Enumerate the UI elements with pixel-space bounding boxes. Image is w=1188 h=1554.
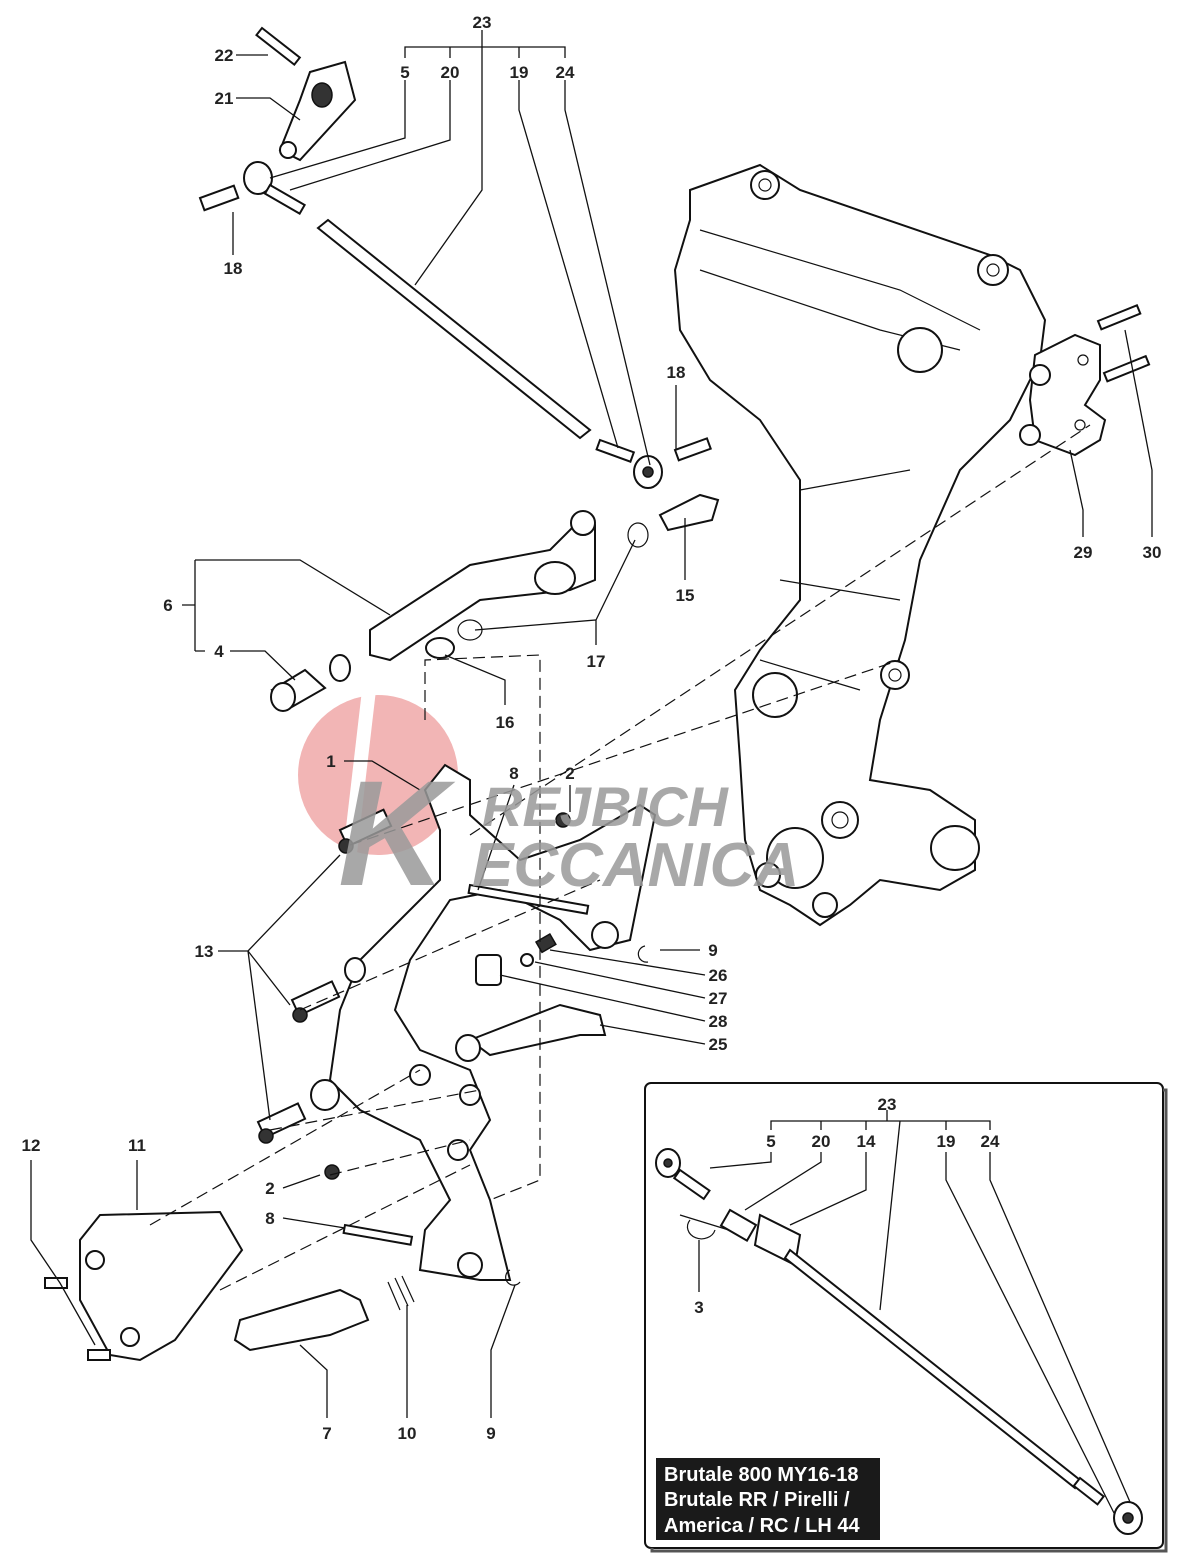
footpeg-bracket bbox=[310, 763, 657, 1281]
bracket-29 bbox=[1019, 303, 1151, 457]
model-caption-line: America / RC / LH 44 bbox=[664, 1515, 861, 1537]
callout: 9 bbox=[486, 1424, 495, 1443]
inset-callout: 20 bbox=[812, 1132, 831, 1151]
cover-and-peg bbox=[44, 1210, 415, 1362]
gear-lever bbox=[270, 510, 649, 712]
callout: 28 bbox=[709, 1012, 728, 1031]
callout: 13 bbox=[195, 942, 214, 961]
callout: 18 bbox=[224, 259, 243, 278]
callout: 1 bbox=[326, 752, 335, 771]
callout: 5 bbox=[400, 63, 409, 82]
frame-plate bbox=[673, 163, 1047, 927]
callout: 4 bbox=[214, 642, 224, 661]
bolts bbox=[256, 808, 571, 1180]
callout: 9 bbox=[708, 941, 717, 960]
callout-labels: 23 5 20 19 24 22 21 18 18 6 4 15 17 16 1… bbox=[22, 13, 1162, 1443]
model-caption-line: Brutale RR / Pirelli / bbox=[664, 1489, 850, 1511]
callout: 11 bbox=[128, 1136, 146, 1155]
callout: 22 bbox=[215, 46, 234, 65]
assembly-axes bbox=[149, 424, 1091, 1291]
callout: 21 bbox=[215, 89, 234, 108]
callout: 24 bbox=[556, 63, 575, 82]
svg-text:REJBICH: REJBICH bbox=[482, 775, 729, 838]
inset-callout: 14 bbox=[857, 1132, 876, 1151]
watermark-logo bbox=[298, 690, 458, 862]
callout: 2 bbox=[565, 764, 574, 783]
callout: 7 bbox=[322, 1424, 331, 1443]
callout: 27 bbox=[709, 989, 728, 1008]
callout: 2 bbox=[265, 1179, 274, 1198]
callout: 29 bbox=[1074, 543, 1093, 562]
svg-text:ECCANICA: ECCANICA bbox=[472, 831, 799, 900]
model-caption-line: Brutale 800 MY16-18 bbox=[664, 1464, 859, 1486]
inset-callout: 19 bbox=[937, 1132, 956, 1151]
callout: 19 bbox=[510, 63, 529, 82]
inset-callout: 23 bbox=[878, 1095, 897, 1114]
inset-panel: 23 5 20 14 19 24 3 Brutale 800 MY16-18 B… bbox=[644, 1082, 1168, 1553]
callout: 17 bbox=[587, 652, 606, 671]
callout: 25 bbox=[709, 1035, 728, 1054]
callout: 8 bbox=[265, 1209, 274, 1228]
callout: 18 bbox=[667, 363, 686, 382]
callout: 20 bbox=[441, 63, 460, 82]
brake-pedal-parts bbox=[455, 932, 649, 1286]
callout: 10 bbox=[398, 1424, 417, 1443]
callout: 8 bbox=[509, 764, 518, 783]
callout: 23 bbox=[473, 13, 492, 32]
watermark-text: K REJBICH ECCANICA bbox=[338, 749, 799, 917]
shift-rod bbox=[316, 218, 720, 532]
inset-callout: 3 bbox=[694, 1298, 703, 1317]
callout: 15 bbox=[676, 586, 695, 605]
shift-linkage-top bbox=[198, 26, 357, 216]
svg-text:K: K bbox=[338, 749, 456, 917]
inset-callout: 5 bbox=[766, 1132, 775, 1151]
inset-callout: 24 bbox=[981, 1132, 1000, 1151]
callout: 6 bbox=[163, 596, 172, 615]
callout: 12 bbox=[22, 1136, 41, 1155]
callout: 26 bbox=[709, 966, 728, 985]
callout: 30 bbox=[1143, 543, 1162, 562]
model-caption-box bbox=[656, 1458, 880, 1540]
callout: 16 bbox=[496, 713, 515, 732]
leader-lines bbox=[30, 30, 1153, 1418]
